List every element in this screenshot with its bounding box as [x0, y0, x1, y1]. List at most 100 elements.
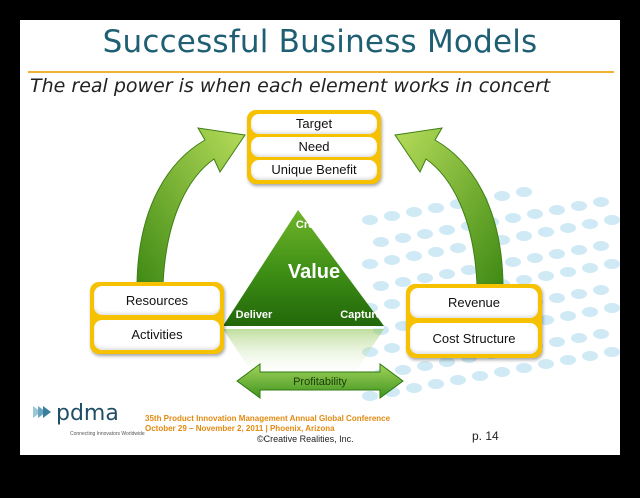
- watermark-dot: [582, 263, 598, 273]
- watermark-dot: [560, 267, 576, 277]
- profitability-label: Profitability: [293, 376, 347, 388]
- slide: Successful Business Models The real powe…: [20, 20, 620, 455]
- conference-line-2: October 29 – November 2, 2011 | Phoenix,…: [145, 424, 335, 433]
- watermark-dot: [439, 357, 455, 367]
- slide-subtitle: The real power is when each element work…: [30, 75, 551, 97]
- watermark-dot: [494, 191, 510, 201]
- watermark-dot: [406, 383, 422, 393]
- cost-structure-item: Cost Structure: [410, 323, 538, 354]
- watermark-dot: [593, 241, 609, 251]
- right-curved-arrow: [394, 127, 504, 286]
- watermark-dot: [505, 257, 521, 267]
- watermark-dot: [362, 215, 378, 225]
- pdma-tagline: Connecting Innovators Worldwide: [70, 431, 145, 437]
- activities-item: Activities: [94, 320, 220, 350]
- watermark-dot: [439, 225, 455, 235]
- watermark-dot: [604, 215, 620, 225]
- watermark-dot: [428, 203, 444, 213]
- watermark-dot: [516, 275, 532, 285]
- watermark-dot: [571, 245, 587, 255]
- watermark-dot: [395, 233, 411, 243]
- watermark-dot: [384, 211, 400, 221]
- page-number: p. 14: [472, 429, 499, 443]
- watermark-dot: [571, 333, 587, 343]
- revenue-item: Revenue: [410, 288, 538, 318]
- pdma-logo-icon: [33, 406, 51, 418]
- watermark-dot: [516, 231, 532, 241]
- revenue-cost-box: Revenue Cost Structure: [406, 284, 542, 358]
- watermark-dot: [593, 197, 609, 207]
- triangle-reflection: [223, 329, 384, 380]
- conference-line-1: 35th Product Innovation Management Annua…: [145, 414, 391, 423]
- target-label: Target: [295, 116, 333, 131]
- value-triangle: [223, 210, 384, 326]
- watermark-dot: [582, 307, 598, 317]
- watermark-dot: [538, 227, 554, 237]
- watermark-dot: [494, 367, 510, 377]
- watermark-dot: [472, 371, 488, 381]
- watermark-dot: [395, 365, 411, 375]
- watermark-dot: [461, 265, 477, 275]
- copyright-text: ©Creative Realities, Inc.: [257, 434, 354, 444]
- watermark-dot: [571, 289, 587, 299]
- watermark-dot: [527, 253, 543, 263]
- watermark-dot: [560, 223, 576, 233]
- watermark-dot: [384, 255, 400, 265]
- watermark-dot: [604, 347, 620, 357]
- watermark-dot: [527, 209, 543, 219]
- watermark-dot: [538, 359, 554, 369]
- watermark-dot: [406, 251, 422, 261]
- target-item: Target: [251, 114, 377, 134]
- watermark-dot: [505, 213, 521, 223]
- watermark-dot: [604, 303, 620, 313]
- need-item: Need: [251, 137, 377, 157]
- watermark-dot: [428, 247, 444, 257]
- unique-benefit-label: Unique Benefit: [271, 162, 357, 177]
- watermark-dot: [549, 293, 565, 303]
- watermark-dot: [538, 315, 554, 325]
- watermark-dot: [582, 219, 598, 229]
- watermark-dot: [549, 205, 565, 215]
- resources-activities-box: Resources Activities: [90, 282, 224, 354]
- watermark-dot: [582, 351, 598, 361]
- revenue-label: Revenue: [447, 295, 501, 310]
- watermark-dot: [571, 201, 587, 211]
- watermark-dot: [516, 187, 532, 197]
- triangle-create-label: Create: [296, 219, 330, 231]
- watermark-dot: [560, 311, 576, 321]
- watermark-dot: [538, 271, 554, 281]
- watermark-dot: [417, 361, 433, 371]
- triangle-value-label: Value: [288, 261, 340, 283]
- watermark-dot: [593, 285, 609, 295]
- watermark-dot: [549, 337, 565, 347]
- title-divider: [28, 71, 614, 73]
- resources-label: Resources: [125, 293, 189, 308]
- watermark-dot: [395, 277, 411, 287]
- watermark-dot: [549, 249, 565, 259]
- business-model-diagram: Create Value Deliver Capture Profitabili…: [33, 127, 504, 418]
- watermark-dot: [373, 281, 389, 291]
- watermark-dot: [439, 269, 455, 279]
- triangle-deliver-label: Deliver: [236, 309, 273, 321]
- watermark-dot: [362, 391, 378, 401]
- triangle-capture-label: Capture: [340, 309, 382, 321]
- need-label: Need: [298, 139, 330, 154]
- watermark-dot: [516, 363, 532, 373]
- slide-title: Successful Business Models: [102, 24, 538, 60]
- value-proposition-box: Target Need Unique Benefit: [247, 110, 381, 184]
- watermark-dot: [384, 343, 400, 353]
- unique-benefit-item: Unique Benefit: [251, 160, 377, 180]
- watermark-dot: [450, 243, 466, 253]
- activities-label: Activities: [131, 327, 183, 342]
- watermark-dot: [362, 259, 378, 269]
- watermark-dot: [417, 229, 433, 239]
- watermark-dot: [417, 273, 433, 283]
- profitability-arrow: [236, 363, 404, 399]
- left-curved-arrow: [136, 127, 246, 286]
- watermark-dot: [604, 259, 620, 269]
- resources-item: Resources: [94, 286, 220, 315]
- watermark-dot: [450, 375, 466, 385]
- watermark-dot: [384, 299, 400, 309]
- watermark-dot: [406, 207, 422, 217]
- pdma-logo-text: pdma: [56, 401, 119, 426]
